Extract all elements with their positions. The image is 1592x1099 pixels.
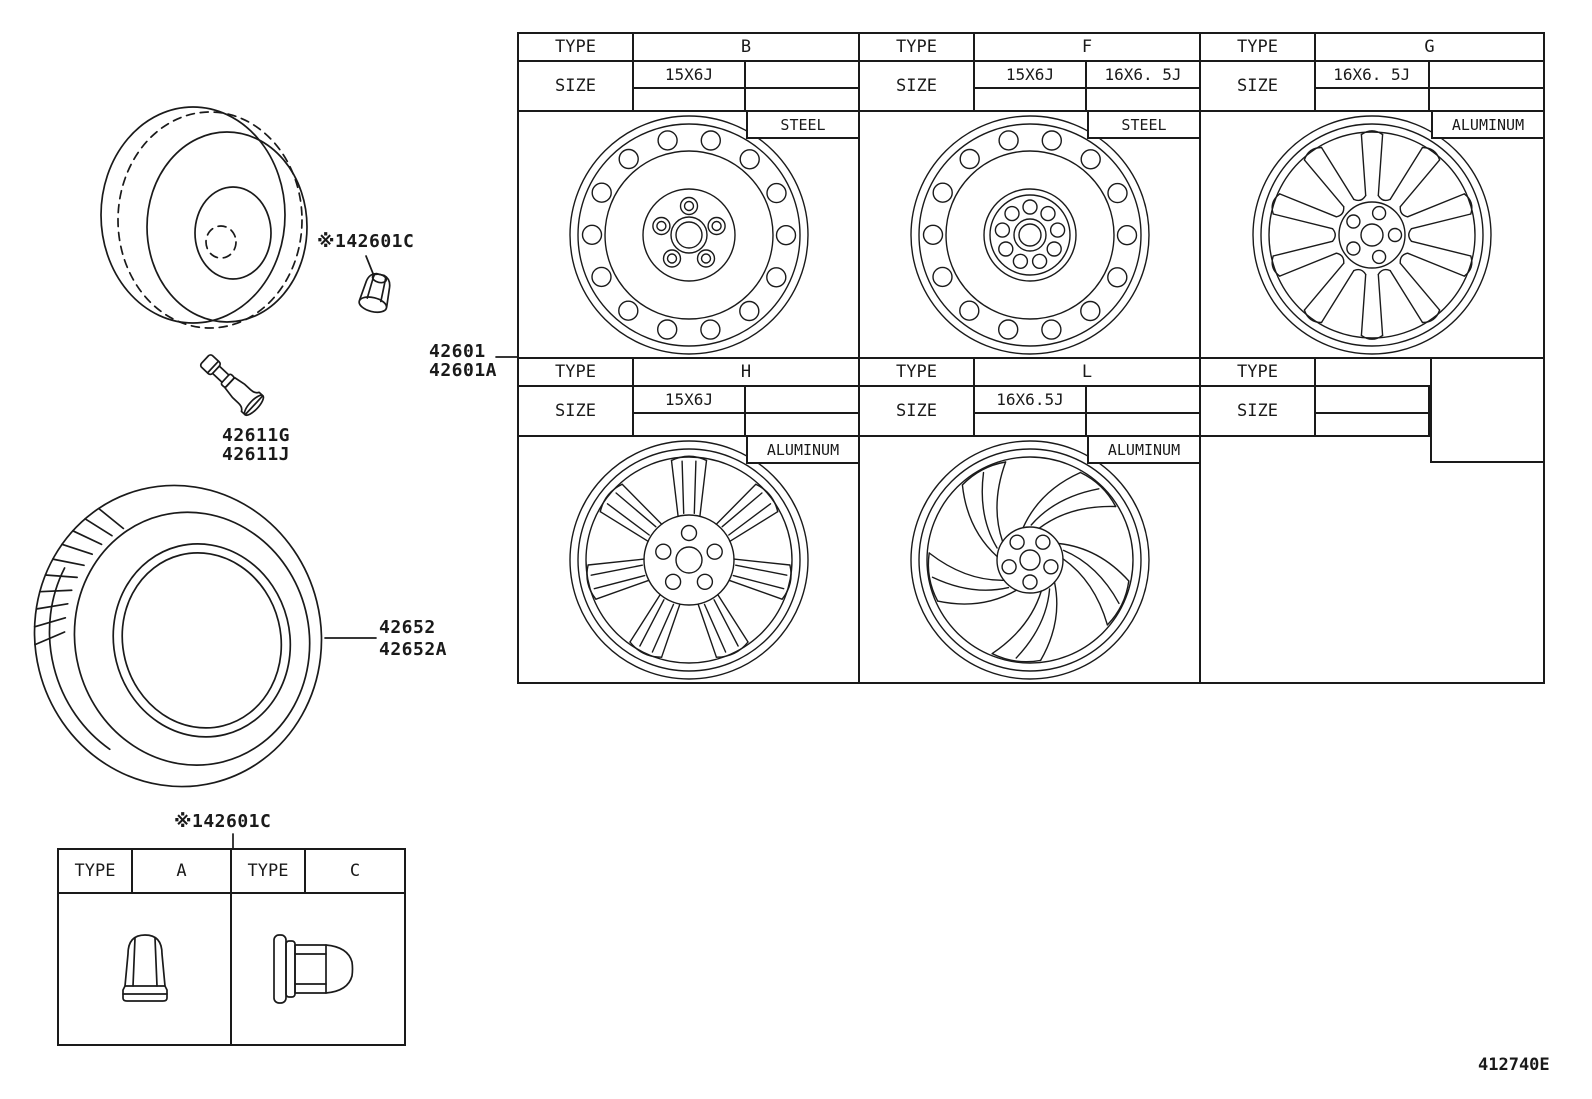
tire-drawing — [33, 484, 323, 788]
size-value-1: 16X6.5J — [975, 387, 1087, 435]
size-value-2 — [746, 387, 858, 435]
size-value-1: 15X6J — [975, 62, 1087, 110]
lug-nut-type-table: TYPE A TYPE C — [57, 848, 406, 1046]
type-value: L — [1081, 362, 1093, 382]
type-label: TYPE — [1201, 34, 1316, 60]
size-label: SIZE — [1201, 62, 1316, 110]
type-label: TYPE — [860, 359, 975, 385]
size-label: SIZE — [519, 387, 634, 435]
diagram-code: 412740E — [1478, 1055, 1550, 1075]
wheel-spec-grid: TYPE B SIZE 15X6J STEEL TYPE F S — [517, 32, 1545, 684]
size-value-1: 16X6. 5J — [1316, 62, 1430, 110]
spare-wheel-drawing — [100, 106, 308, 329]
type-label: TYPE — [860, 34, 975, 60]
size-label: SIZE — [860, 62, 975, 110]
type-label: TYPE — [519, 34, 634, 60]
empty-merged-cell — [1430, 359, 1543, 463]
type-row: TYPE B — [519, 34, 858, 62]
size-value-1: 15X6J — [634, 387, 746, 435]
type-row: TYPE L — [860, 359, 1199, 387]
type-value: C — [349, 861, 361, 881]
callout-valve-42611j: 42611J — [222, 444, 291, 465]
size-value-1: 15X6J — [634, 62, 746, 110]
wheel-drawing — [860, 437, 1199, 682]
material-label: STEEL — [746, 112, 858, 139]
type-value: B — [740, 37, 752, 57]
material-label: ALUMINUM — [746, 437, 858, 464]
callout-wheel-42601a: 42601A — [429, 360, 498, 381]
callout-lug-nut-top: ※142601C — [317, 231, 415, 252]
type-label: TYPE — [1201, 359, 1316, 385]
size-row: SIZE 15X6J 16X6. 5J — [860, 62, 1199, 112]
tire-tread-hatching — [33, 507, 125, 646]
wheel-drawing — [519, 112, 858, 357]
spec-block-type-l: TYPE L SIZE 16X6.5J ALUMINUM — [860, 359, 1201, 682]
size-label: SIZE — [1201, 387, 1316, 435]
size-row: SIZE 16X6.5J — [860, 387, 1199, 437]
wheel-drawing — [860, 112, 1199, 357]
size-label: SIZE — [519, 62, 634, 110]
size-value-2 — [1430, 62, 1544, 110]
spec-block-type-h: TYPE H SIZE 15X6J ALUMINUM — [519, 359, 860, 682]
type-value: F — [1081, 37, 1093, 57]
size-value-2 — [1087, 387, 1199, 435]
size-row: SIZE 15X6J — [519, 387, 858, 437]
spec-block-empty: TYPE SIZE — [1201, 359, 1543, 682]
callout-tire-42652: 42652 — [379, 617, 436, 638]
material-label: ALUMINUM — [1431, 112, 1543, 139]
callout-valve-42611g: 42611G — [222, 425, 291, 446]
lug-nut-a-drawing — [59, 894, 232, 1044]
type-value: H — [740, 362, 752, 382]
size-value-2 — [746, 62, 858, 110]
type-row: TYPE G — [1201, 34, 1543, 62]
wheel-drawing — [1201, 112, 1543, 357]
type-value: A — [133, 850, 232, 892]
type-label: TYPE — [59, 850, 133, 892]
size-value-2: 16X6. 5J — [1104, 65, 1182, 84]
size-value-1 — [1316, 387, 1430, 435]
type-row: TYPE F — [860, 34, 1199, 62]
type-label: TYPE — [232, 850, 306, 892]
material-label: STEEL — [1087, 112, 1199, 139]
type-value: G — [1424, 37, 1435, 57]
lug-nut-small-drawing — [358, 272, 391, 314]
callout-wheel-42601: 42601 — [429, 341, 486, 362]
type-row: TYPE — [1201, 359, 1543, 387]
type-label: TYPE — [519, 359, 634, 385]
callout-tire-42652a: 42652A — [379, 639, 448, 660]
size-row: SIZE 16X6. 5J — [1201, 62, 1543, 112]
callout-lug-nut-bottom: ※142601C — [174, 811, 272, 832]
wheel-drawing — [519, 437, 858, 682]
material-label: ALUMINUM — [1087, 437, 1199, 464]
size-row: SIZE 15X6J — [519, 62, 858, 112]
spec-block-type-g: TYPE G SIZE 16X6. 5J ALUMINUM — [1201, 34, 1543, 359]
nut-table-header: TYPE A TYPE C — [59, 850, 404, 894]
spec-block-type-f: TYPE F SIZE 15X6J 16X6. 5J STEEL — [860, 34, 1201, 359]
size-row: SIZE — [1201, 387, 1543, 437]
type-row: TYPE H — [519, 359, 858, 387]
size-label: SIZE — [860, 387, 975, 435]
lug-nut-c-drawing — [232, 894, 404, 1044]
spec-block-type-b: TYPE B SIZE 15X6J STEEL — [519, 34, 860, 359]
valve-stem-drawing — [199, 354, 265, 417]
